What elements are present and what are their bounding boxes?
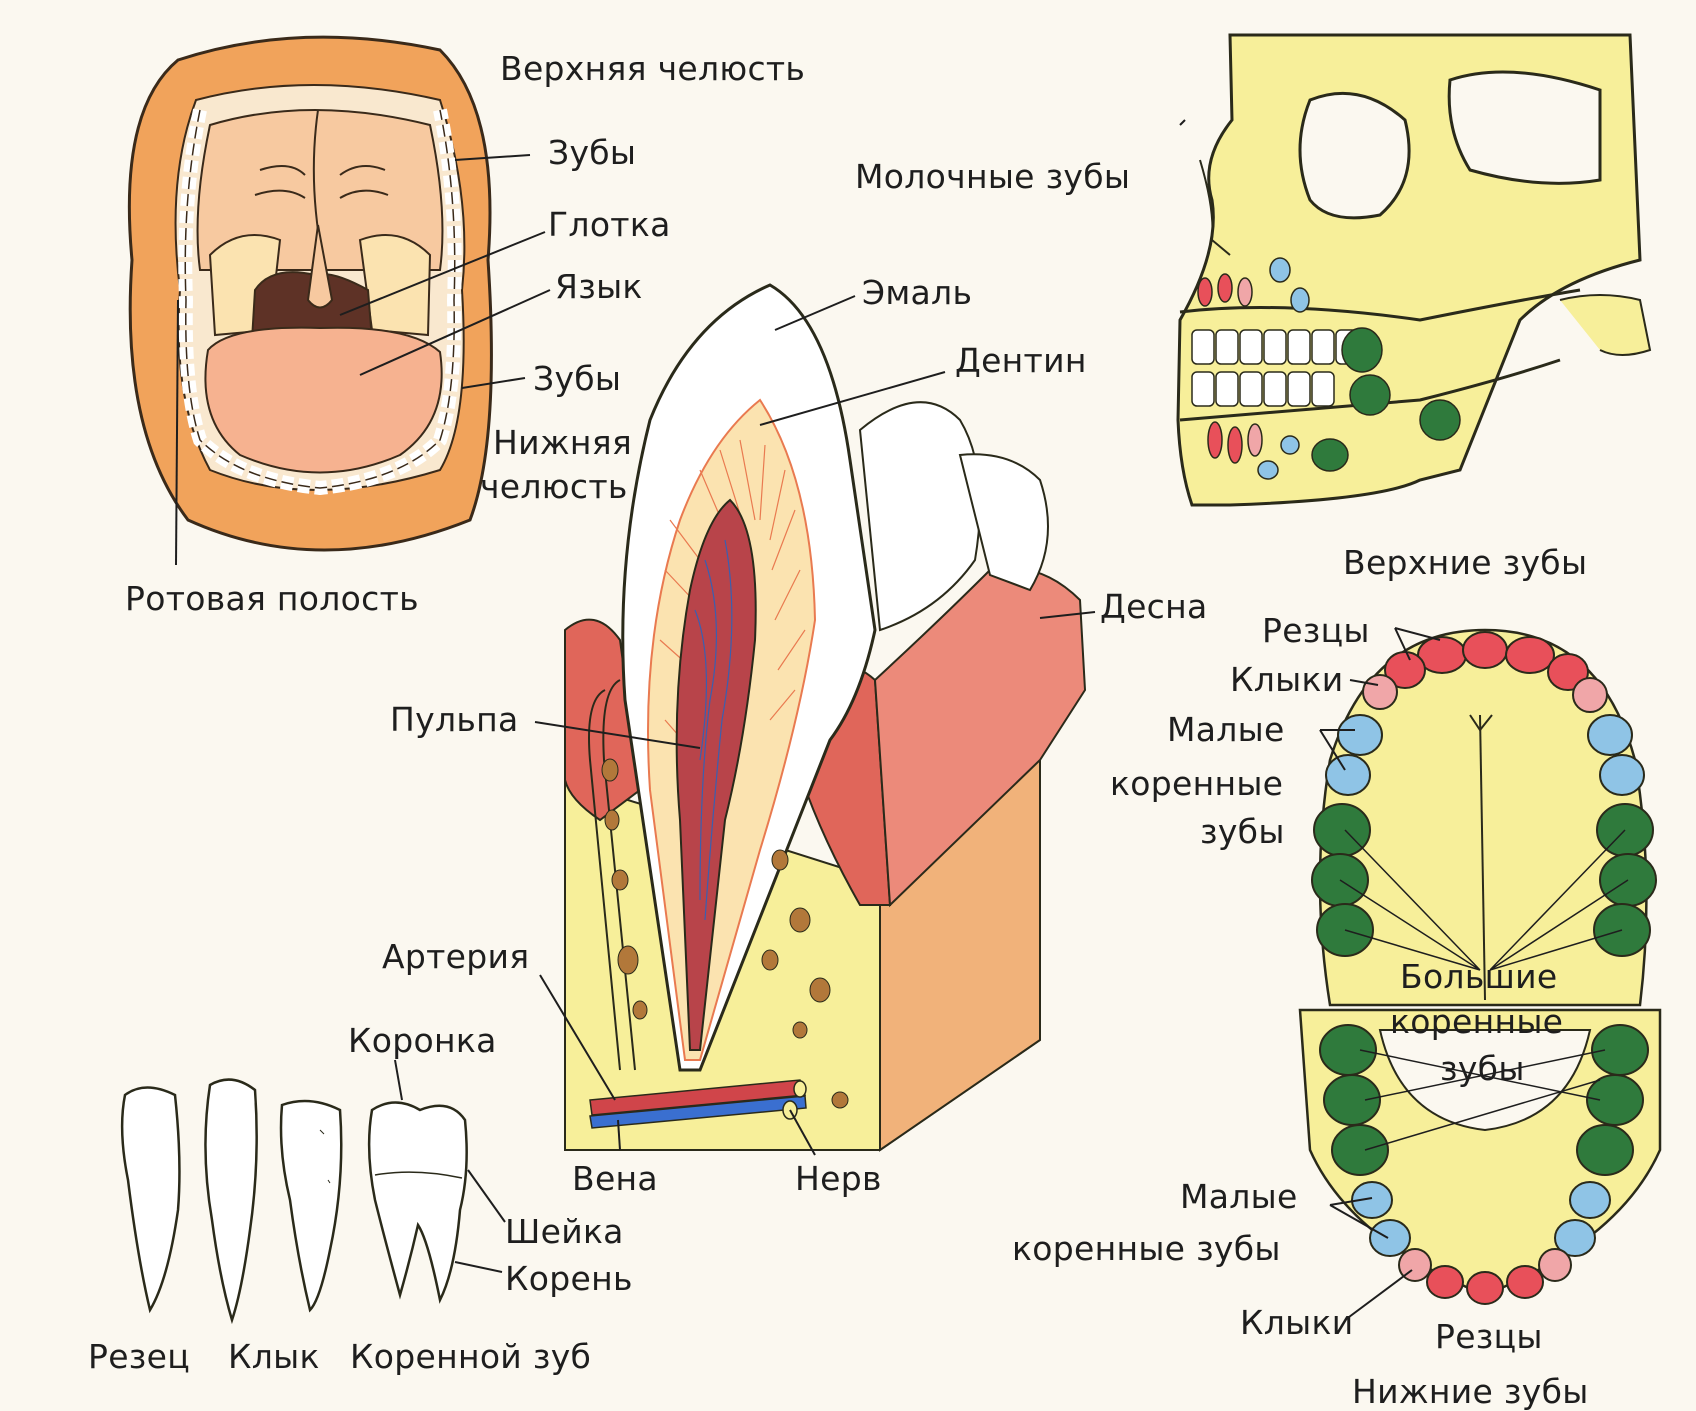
label-canine: Клык (228, 1337, 320, 1376)
label-milk-teeth: Молочные зубы (855, 157, 1131, 196)
label-lower-canines: Клыки (1240, 1303, 1354, 1342)
label-pulp: Пульпа (390, 700, 519, 739)
lower-arch-illustration (1298, 1008, 1662, 1305)
open-mouth-illustration (127, 35, 493, 566)
label-lower-incisors: Резцы (1435, 1317, 1543, 1356)
label-root: Корень (505, 1259, 633, 1298)
label-teeth-lower: Зубы (533, 359, 622, 398)
label-oral-cavity: Ротовая полость (125, 579, 419, 618)
label-molars-line1: Большие (1400, 957, 1558, 996)
tooth-types-leader-lines (394, 1059, 506, 1273)
upper-arch-illustration (1311, 628, 1657, 1007)
label-upper-premolars-line3: зубы (1200, 812, 1285, 851)
label-tongue: Язык (555, 267, 643, 306)
label-molar: Коренной зуб (350, 1337, 592, 1376)
label-upper-premolars-line1: Малые (1167, 710, 1285, 749)
label-dentin: Дентин (955, 341, 1087, 380)
label-nerve: Нерв (795, 1159, 882, 1198)
label-gum: Десна (1100, 587, 1208, 626)
label-vein: Вена (572, 1159, 658, 1198)
label-artery: Артерия (382, 937, 530, 976)
label-lower-jaw-line2: челюсть (480, 467, 628, 506)
label-lower-premolars-line1: Малые (1180, 1177, 1298, 1216)
upper-arch-leader-lines (1319, 627, 1441, 771)
label-incisor: Резец (88, 1337, 191, 1376)
lower-arch-leader-lines (1329, 1197, 1413, 1321)
label-upper-canines: Клыки (1230, 660, 1344, 699)
label-upper-incisors: Резцы (1262, 611, 1370, 650)
label-molars-line2: коренные (1390, 1002, 1564, 1041)
label-molars-line3: зубы (1440, 1049, 1525, 1088)
tooth-cross-section (564, 283, 1087, 1152)
label-lower-jaw-line1: Нижняя (493, 423, 633, 462)
tooth-types-illustration (120, 1078, 468, 1325)
label-upper-premolars-line2: коренные (1110, 764, 1284, 803)
label-teeth-upper: Зубы (548, 133, 637, 172)
label-neck: Шейка (505, 1212, 624, 1251)
label-upper-jaw: Верхняя челюсть (500, 49, 806, 88)
label-enamel: Эмаль (862, 273, 973, 312)
label-lower-premolars-line2: коренные зубы (1012, 1229, 1281, 1268)
section-leader-lines (534, 295, 1096, 1156)
label-upper-teeth-title: Верхние зубы (1343, 543, 1588, 582)
label-crown: Коронка (348, 1021, 497, 1060)
label-pharynx: Глотка (548, 205, 671, 244)
skull-illustration (1176, 33, 1652, 507)
mouth-leader-lines (339, 154, 551, 389)
